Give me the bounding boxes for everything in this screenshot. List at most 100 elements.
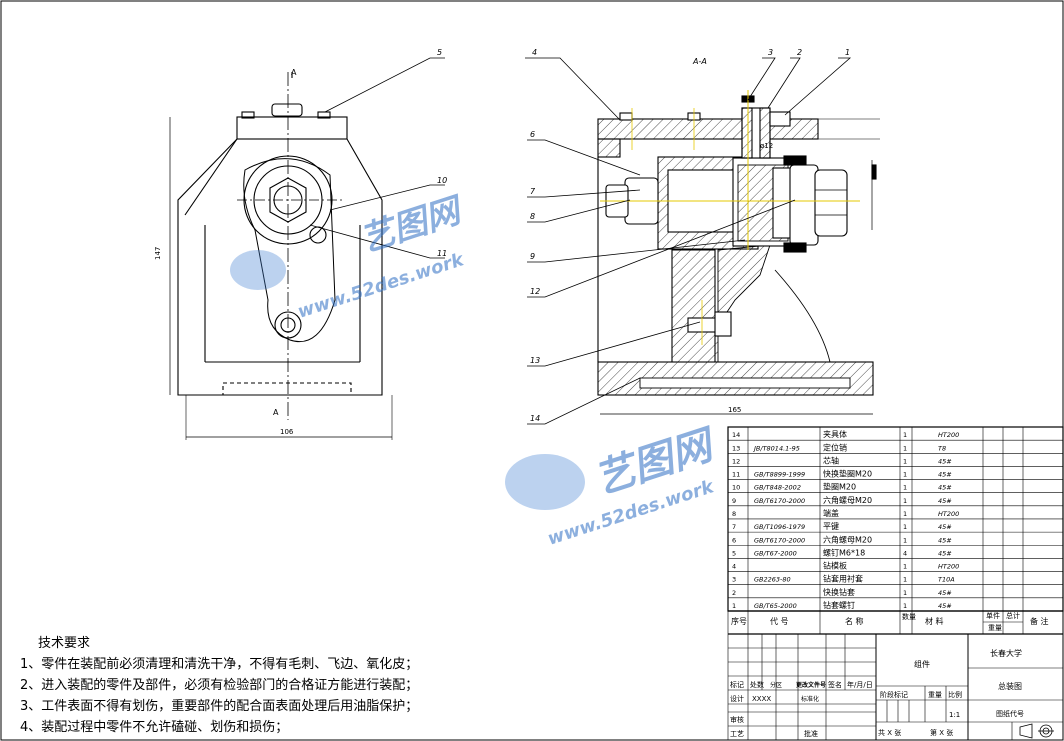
bom-cell-name: 钻套螺钉 <box>823 600 855 610</box>
bom-cell-qty: 4 <box>903 549 907 557</box>
bom-cell-code: GB/T6170-2000 <box>754 497 805 505</box>
bom-cell-qty: 1 <box>903 484 907 492</box>
section-title: A-A <box>692 57 707 66</box>
cut-label-top: A <box>291 68 297 77</box>
tb-process: 工艺 <box>730 730 744 738</box>
notes-title: 技术要求 <box>38 636 91 651</box>
title-block <box>728 634 1063 740</box>
bom-cell-mat: HT200 <box>938 563 959 571</box>
bom-cell-mat: 45# <box>938 484 952 492</box>
tb-assembly: 组件 <box>914 659 930 669</box>
bom-cell-qty: 1 <box>903 563 907 571</box>
bom-cell-name: 夹具体 <box>823 429 847 439</box>
bom-h-code: 代 号 <box>770 616 789 626</box>
bom-cell-no: 5 <box>732 549 736 557</box>
bom-cell-code: GB/T1096-1979 <box>754 523 805 531</box>
bom-cell-code: JB/T8014.1-95 <box>752 444 800 452</box>
bom-cell-mat: HT200 <box>938 510 959 518</box>
bom-cell-no: 1 <box>732 602 736 610</box>
bom-cell-name: 平键 <box>823 521 839 531</box>
bom-cell-qty: 1 <box>903 523 907 531</box>
bom-cell-qty: 1 <box>903 471 907 479</box>
bom-cell-mat: 45# <box>938 523 952 531</box>
bom-cell-name: 芯轴 <box>823 455 839 465</box>
bom-cell-name: 快换钻套 <box>823 587 855 597</box>
bom-cell-name: 定位销 <box>823 442 847 452</box>
tb-mark: 标记 <box>730 680 744 689</box>
balloon-12: 12 <box>530 287 540 296</box>
dim-width-side: 165 <box>728 406 741 414</box>
balloon-13: 13 <box>530 356 540 365</box>
bom-cell-mat: HT200 <box>938 431 959 439</box>
watermark-url-1: www.52des.work <box>295 249 467 323</box>
tb-school: 长春大学 <box>990 648 1022 658</box>
bom-cell-no: 10 <box>732 484 740 492</box>
balloon-1: 1 <box>845 48 850 57</box>
tb-ratio: 比例 <box>948 690 962 699</box>
projection-symbol <box>1019 723 1054 739</box>
balloon-11: 11 <box>437 249 447 258</box>
balloon-4: 4 <box>532 48 537 57</box>
leaders-section <box>525 57 852 425</box>
bom-cell-qty: 1 <box>903 457 907 465</box>
watermark-upper: 艺图网 www.52des.work <box>230 189 470 323</box>
bom-cell-qty: 1 <box>903 536 907 544</box>
bom-cell-mat: 45# <box>938 471 952 479</box>
tb-zone: 分区 <box>770 681 782 689</box>
bom-cell-name: 垫圈M20 <box>823 482 856 492</box>
bom-cell-name: 六角螺母M20 <box>823 495 872 505</box>
bom-cell-mat: T10A <box>938 576 955 584</box>
bom-cell-name: 螺钉M6*18 <box>823 547 865 557</box>
bom-cell-no: 9 <box>732 497 736 505</box>
bom-cell-no: 6 <box>732 536 736 544</box>
bom-cell-no: 11 <box>732 471 740 479</box>
bom-cell-mat: 45# <box>938 536 952 544</box>
bom-header-lines <box>727 610 1063 740</box>
bom-cell-mat: 45# <box>938 589 952 597</box>
note-item: 3、工件表面不得有划伤，重要部件的配合面表面处理后用油脂保护； <box>20 699 419 714</box>
bom-cell-name: 快换垫圈M20 <box>823 469 872 479</box>
balloon-5: 5 <box>437 48 442 57</box>
bom-cell-code: GB2263-80 <box>754 576 791 584</box>
bom-cell-no: 7 <box>732 523 736 531</box>
section-view <box>597 95 880 396</box>
bom-cell-code: GB/T67-2000 <box>754 549 797 557</box>
balloon-7: 7 <box>530 187 536 196</box>
balloon-8: 8 <box>530 212 535 221</box>
tb-drawing-name: 总装图 <box>998 681 1022 691</box>
bom-cell-name: 钻套用衬套 <box>823 574 863 584</box>
bom-cell-code: GB/T65-2000 <box>754 602 797 610</box>
note-item: 1、零件在装配前必须清理和清洗干净，不得有毛刺、飞边、氧化皮； <box>20 657 419 672</box>
title-block-text: 长春大学 总装图 组件 图纸代号 1:1 阶段标记 重量 比例 标记 处数 分区… <box>730 648 1024 738</box>
balloon-10: 10 <box>437 176 447 185</box>
bom-h-remark: 备 注 <box>1030 616 1049 626</box>
watermark-lower: 艺图网 www.52des.work <box>505 421 723 550</box>
bom-cell-mat: 45# <box>938 602 952 610</box>
bom-cell-qty: 1 <box>903 510 907 518</box>
balloon-9: 9 <box>530 252 535 261</box>
tb-code-label: 图纸代号 <box>996 709 1024 718</box>
dim-width-front: 106 <box>280 428 294 436</box>
bom-cell-name: 六角螺母M20 <box>823 534 872 544</box>
balloon-14: 14 <box>530 414 540 423</box>
bom-h-no: 序号 <box>731 616 747 626</box>
bom-cell-no: 14 <box>732 431 740 439</box>
bom-cell-code: GB/T6170-2000 <box>754 536 805 544</box>
balloon-2: 2 <box>797 48 802 57</box>
dim-height: 147 <box>154 247 162 260</box>
bom-cell-qty: 1 <box>903 431 907 439</box>
note-item: 2、进入装配的零件及部件，必须有检验部门的合格证方能进行装配； <box>20 678 419 693</box>
bom-cell-qty: 1 <box>903 497 907 505</box>
bom-h-total: 总计 <box>1006 611 1020 620</box>
tb-review: 审核 <box>730 715 744 724</box>
bom-cell-no: 13 <box>732 444 740 452</box>
watermark-name-1: 艺图网 <box>355 189 469 260</box>
bom-cell-code: GB/T8899-1999 <box>754 471 805 479</box>
bom-cell-mat: 45# <box>938 549 952 557</box>
bom-cell-mat: 45# <box>938 497 952 505</box>
tb-weight: 重量 <box>928 691 942 699</box>
cut-label-bottom: A <box>273 408 279 417</box>
bom-cell-qty: 1 <box>903 589 907 597</box>
bom-cell-mat: 45# <box>938 457 952 465</box>
